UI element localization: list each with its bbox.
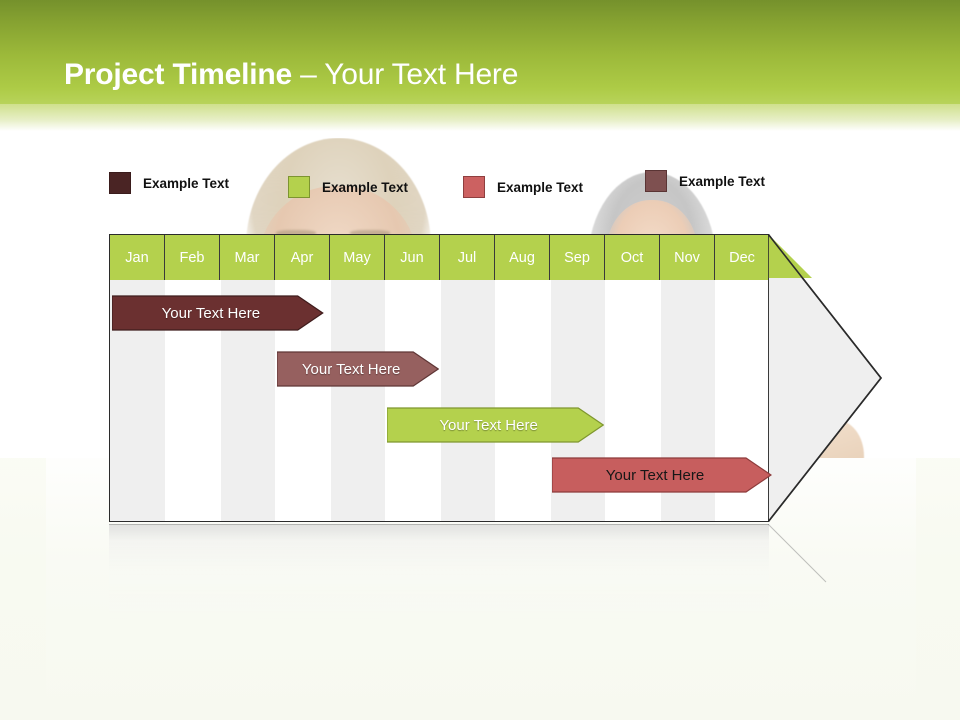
month-header-sep[interactable]: Sep: [550, 235, 605, 280]
timeline-column-jul: Jul: [440, 235, 495, 521]
milestone-bar-1[interactable]: Your Text Here: [112, 295, 324, 331]
month-header-aug[interactable]: Aug: [495, 235, 550, 280]
milestone-arrow-shape-1: [112, 295, 324, 331]
milestone-arrow-shape-2: [277, 351, 440, 387]
month-header-mar[interactable]: Mar: [220, 235, 275, 280]
eyebrow-right: [350, 230, 390, 236]
milestone-bar-3[interactable]: Your Text Here: [387, 407, 605, 443]
legend-label-2: Example Text: [322, 179, 409, 195]
grid-line-jul: [440, 280, 441, 521]
month-header-jun[interactable]: Jun: [385, 235, 440, 280]
legend-item-3[interactable]: Example Text: [463, 176, 583, 198]
month-header-may[interactable]: May: [330, 235, 385, 280]
milestone-arrow-shape-3: [387, 407, 605, 443]
grid-line-jan: [110, 280, 111, 521]
legend-label-4: Example Text: [679, 173, 766, 189]
timeline-column-jun: Jun: [385, 235, 440, 521]
legend-swatch-icon-1: [109, 172, 131, 194]
milestone-bar-label-3: Your Text Here: [439, 416, 538, 434]
page-title-bold: Project Timeline: [64, 58, 292, 91]
timeline-column-aug: Aug: [495, 235, 550, 521]
page-title-light: Your Text Here: [324, 58, 519, 91]
grid-line-may: [330, 280, 331, 521]
timeline-column-oct: Oct: [605, 235, 660, 521]
timeline-column-feb: Feb: [165, 235, 220, 521]
milestone-bar-label-1: Your Text Here: [161, 304, 261, 322]
month-header-nov[interactable]: Nov: [660, 235, 715, 280]
legend-label-1: Example Text: [143, 175, 230, 191]
grid-line-nov: [660, 280, 661, 521]
eyebrow-left: [276, 230, 316, 236]
timeline-column-apr: Apr: [275, 235, 330, 521]
legend-item-4[interactable]: Example Text: [645, 170, 765, 192]
page-title: Project Timeline – Your Text Here: [64, 58, 518, 92]
milestone-bar-2[interactable]: Your Text Here: [277, 351, 440, 387]
grid-line-sep: [550, 280, 551, 521]
month-header-dec[interactable]: Dec: [715, 235, 770, 280]
grid-line-apr: [275, 280, 276, 521]
legend-item-1[interactable]: Example Text: [109, 172, 229, 194]
grid-line-mar: [220, 280, 221, 521]
timeline-arrow-head: [768, 234, 882, 522]
title-banner-fade: [0, 104, 960, 138]
chart-reflection-head: [768, 524, 827, 583]
page-title-separator: –: [292, 58, 325, 91]
milestone-bar-label-2: Your Text Here: [301, 360, 401, 378]
legend-swatch-icon-2: [288, 176, 310, 198]
grid-line-feb: [165, 280, 166, 521]
milestone-bar-4[interactable]: Your Text Here: [552, 457, 772, 493]
legend-swatch-icon-4: [645, 170, 667, 192]
month-header-feb[interactable]: Feb: [165, 235, 220, 280]
month-header-jul[interactable]: Jul: [440, 235, 495, 280]
legend-label-3: Example Text: [497, 179, 584, 195]
milestone-bar-label-4: Your Text Here: [605, 466, 705, 484]
title-banner: [0, 0, 960, 122]
timeline-column-mar: Mar: [220, 235, 275, 521]
legend-swatch-icon-3: [463, 176, 485, 198]
grid-line-aug: [495, 280, 496, 521]
chart-reflection: [109, 524, 769, 623]
milestone-arrow-shape-4: [552, 457, 772, 493]
timeline-column-jan: Jan: [110, 235, 165, 521]
grid-line-dec: [715, 280, 716, 521]
month-header-oct[interactable]: Oct: [605, 235, 660, 280]
month-header-jan[interactable]: Jan: [110, 235, 165, 280]
grid-line-jun: [385, 280, 386, 521]
grid-line-oct: [605, 280, 606, 521]
timeline-column-dec: Dec: [715, 235, 770, 521]
month-header-apr[interactable]: Apr: [275, 235, 330, 280]
legend-item-2[interactable]: Example Text: [288, 176, 408, 198]
